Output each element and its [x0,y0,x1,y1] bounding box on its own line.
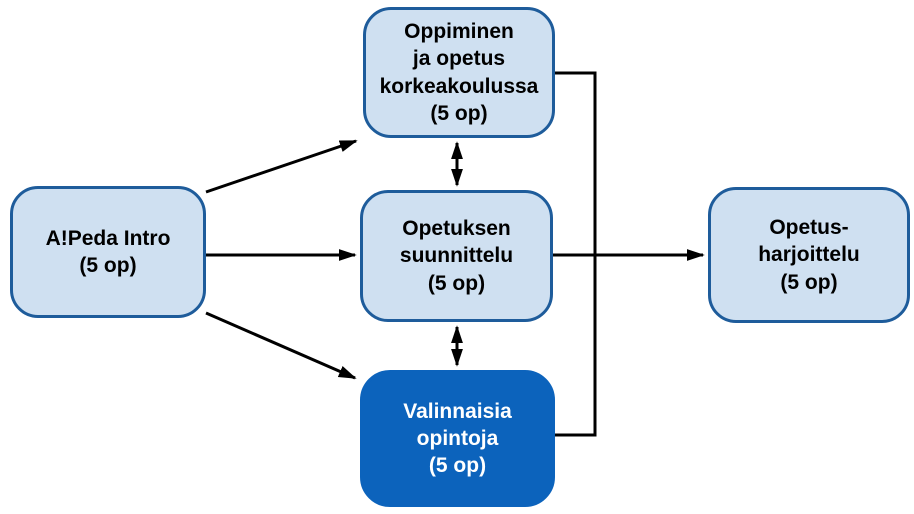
node-credits: (5 op) [780,270,838,294]
node-label-line: harjoittelu [758,243,860,267]
node-label-line: Opetus- [769,216,849,240]
node-credits: (5 op) [79,254,137,277]
node-label-line: Opetuksen [402,217,511,241]
edge-apeda-to-valinnaisia [205,311,357,380]
node-credits: (5 op) [428,454,487,478]
node-label-line: korkeakoulussa [379,74,539,98]
node-opetuksen-suunnittelu: Opetuksen suunnittelu (5 op) [360,190,553,322]
node-oppiminen-ja-opetus: Oppiminen ja opetus korkeakoulussa (5 op… [363,7,555,138]
node-label-line: Valinnaisia [403,399,512,423]
node-apeda-intro: A!Peda Intro (5 op) [10,186,206,318]
node-label-line: A!Peda Intro [45,226,171,250]
node-label-line: suunnittelu [399,244,514,268]
edge-oppiminen-valinnaisia-bracket [555,71,597,437]
edge-apeda-to-oppiminen [205,139,358,194]
node-credits: (5 op) [427,271,486,295]
node-credits: (5 op) [430,101,488,125]
node-label-line: ja opetus [412,47,506,71]
node-label-line: Oppiminen [404,19,514,43]
node-label-line: opintoja [416,426,499,450]
node-valinnaisia-opintoja: Valinnaisia opintoja (5 op) [360,370,555,507]
node-opetusharjoittelu: Opetus- harjoittelu (5 op) [708,187,910,323]
